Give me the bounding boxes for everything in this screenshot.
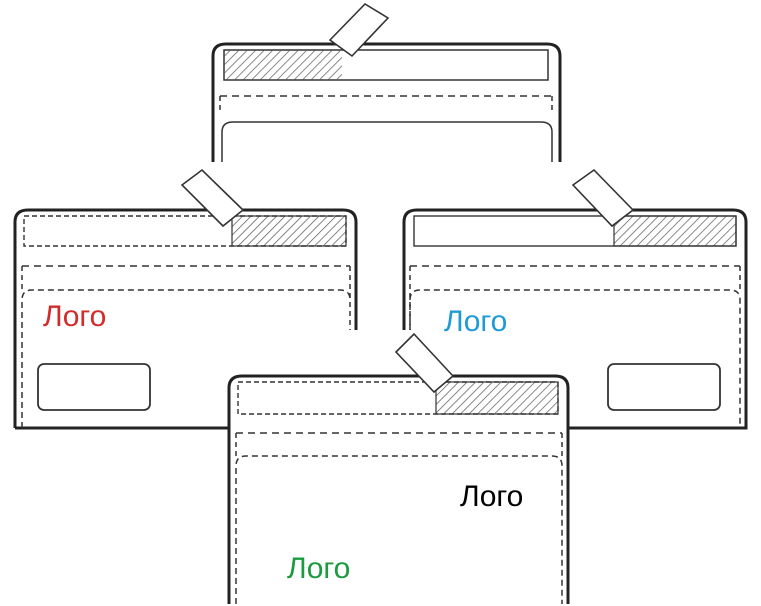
peel-tab-icon [180, 168, 245, 228]
peel-tab-icon [394, 332, 455, 394]
envelope-left: Лого [13, 168, 358, 430]
envelope-top [211, 2, 562, 162]
envelope-right: Лого [402, 168, 748, 430]
logo-label-bottom: Лого [460, 480, 523, 513]
address-window [37, 363, 151, 411]
peel-tab-icon [328, 2, 390, 58]
peel-tab-icon [571, 168, 635, 228]
logo-label-right: Лого [444, 305, 507, 338]
logo-label-bottom-extra: Лого [287, 552, 350, 585]
logo-label-left: Лого [43, 300, 106, 333]
envelope-bottom: Лого Лого [227, 332, 570, 604]
address-window [607, 363, 721, 411]
